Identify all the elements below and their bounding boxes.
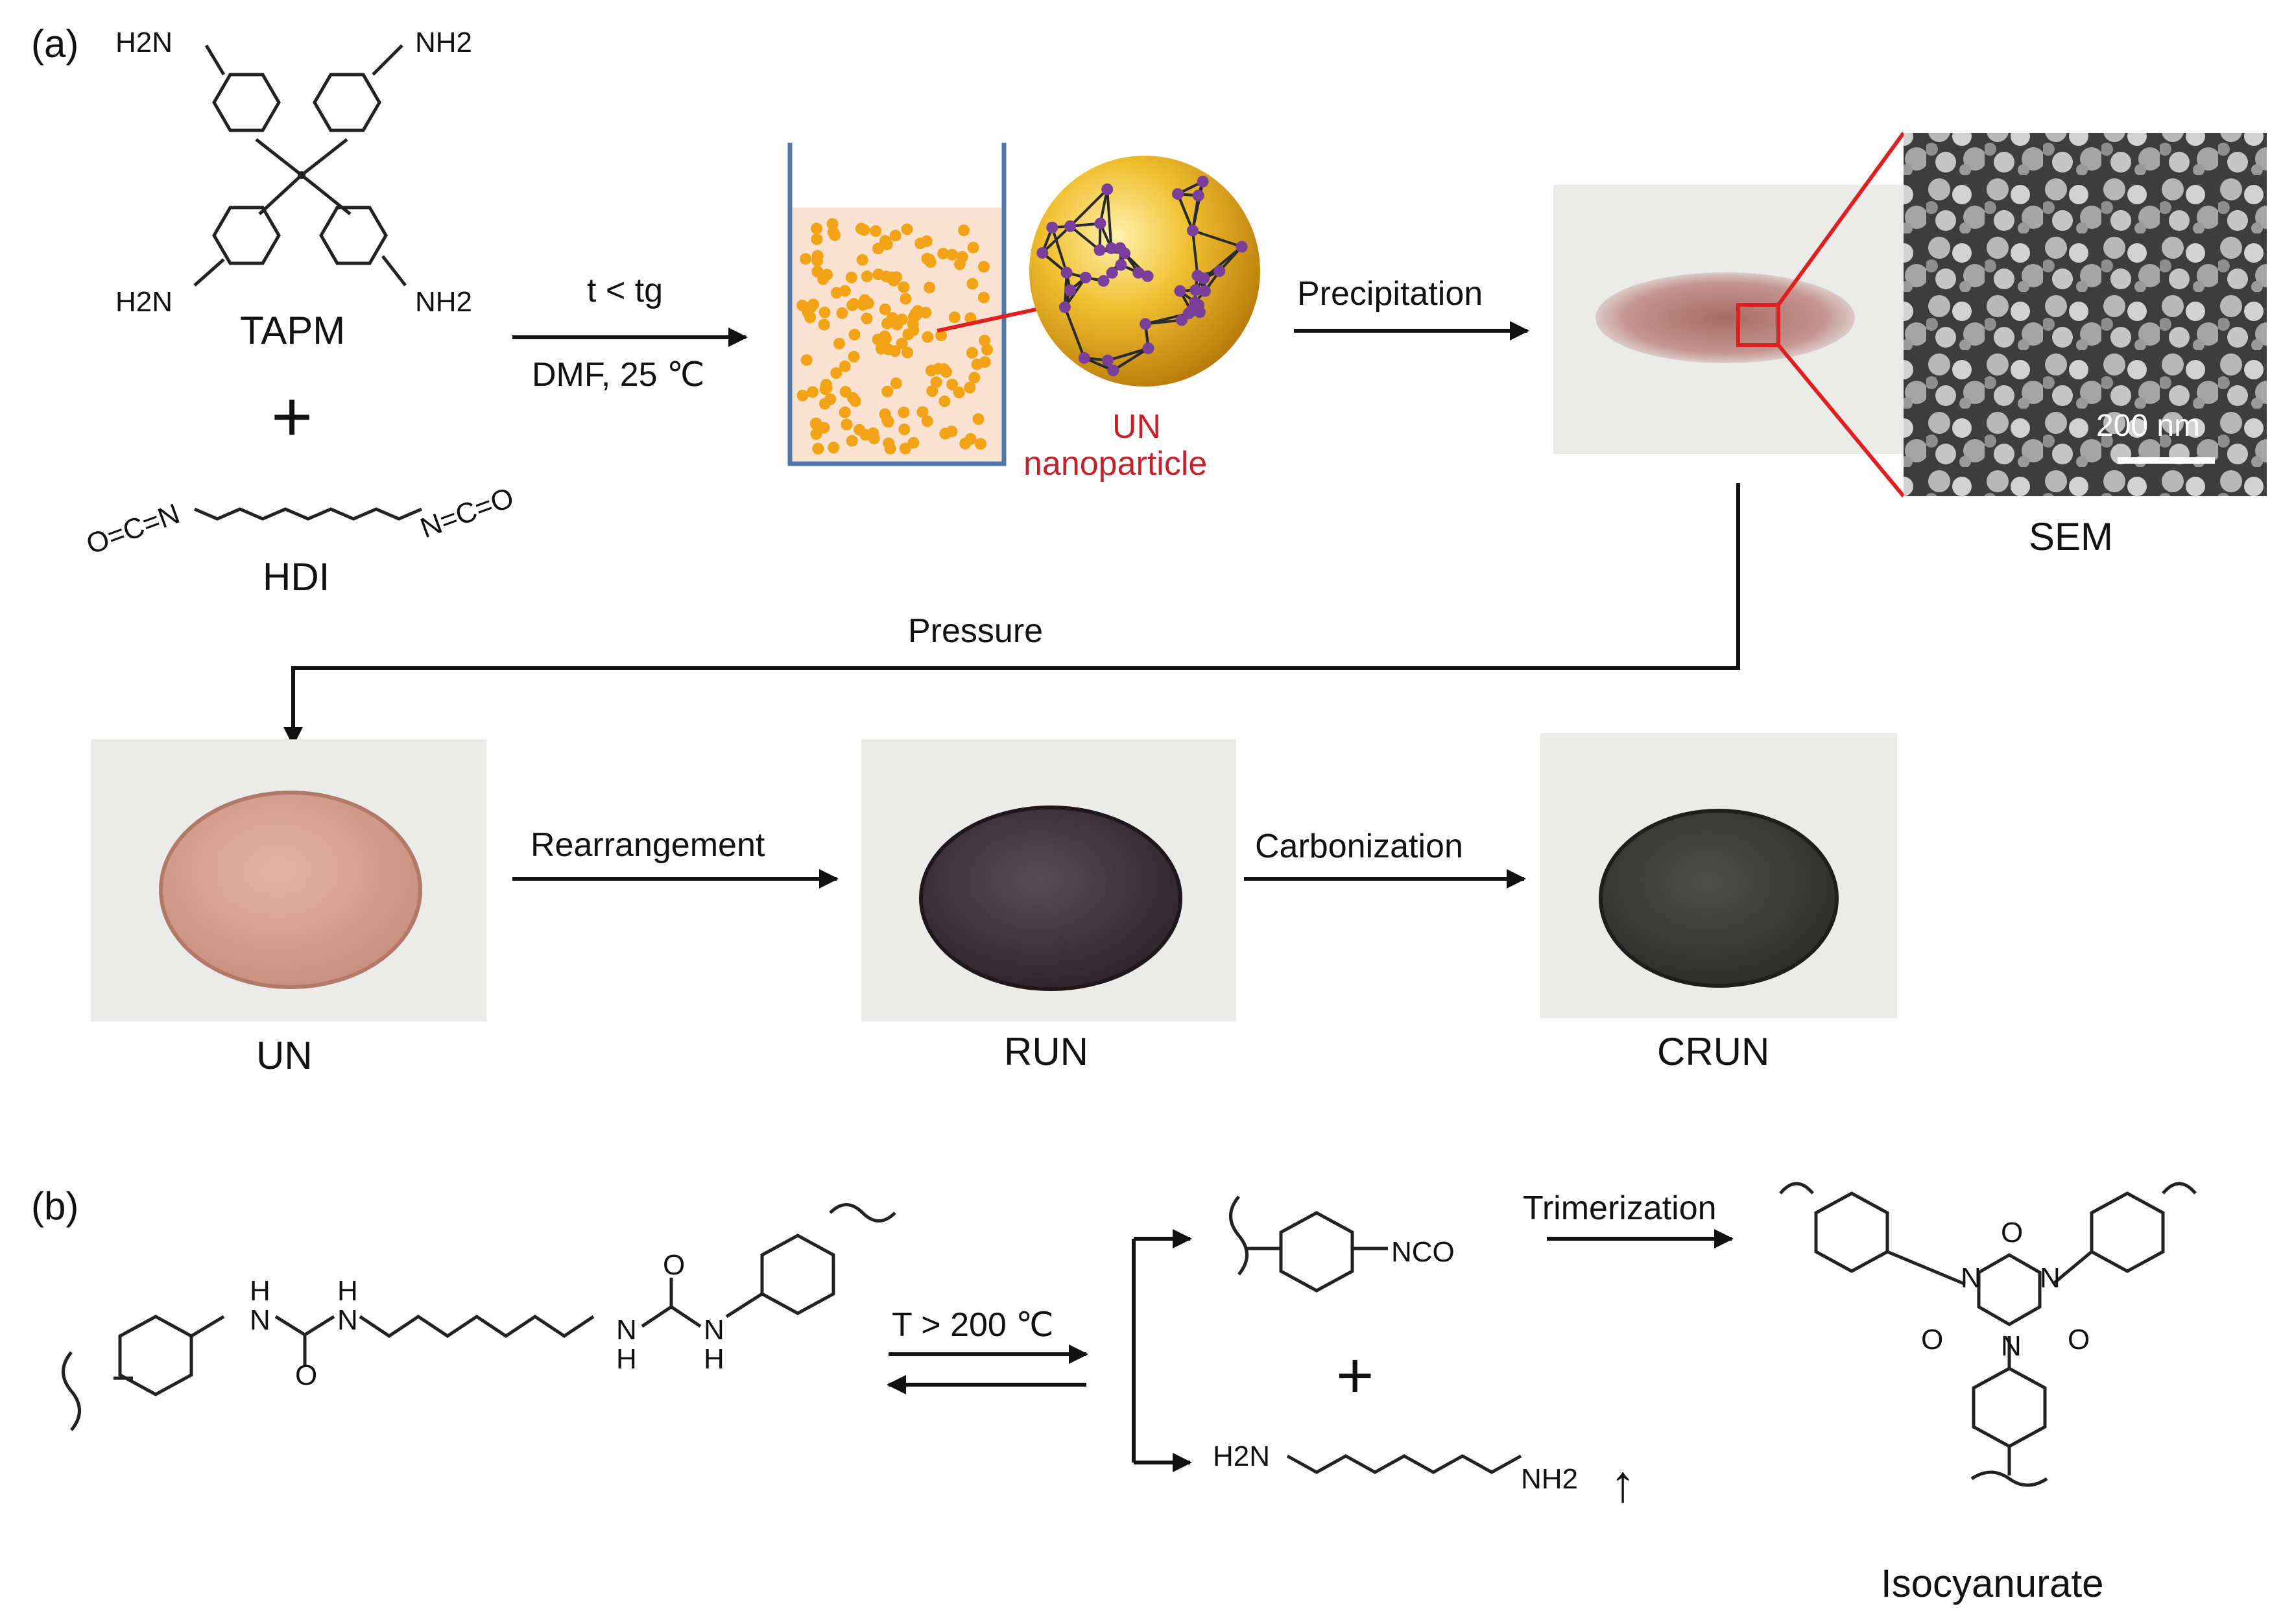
sem-scale-label: 200 nm [2096, 409, 2200, 443]
step1-condition-bottom: DMF, 25 ℃ [532, 356, 704, 394]
diamine-left: H2N [1213, 1440, 1270, 1472]
sem-label: SEM [2029, 515, 2113, 558]
disc-photo-un [91, 739, 486, 1021]
tapm-amine-top-left: H2N [115, 27, 173, 58]
plus-sign-a: + [271, 377, 313, 457]
disc-photo-run [861, 739, 1236, 1021]
pressure-arrow [283, 483, 1740, 746]
trimerization-label: Trimerization [1523, 1189, 1717, 1227]
precipitation-label: Precipitation [1297, 275, 1483, 313]
urea-o-1: O [295, 1359, 317, 1391]
nanoparticle-label-line2: nanoparticle [1023, 445, 1207, 483]
urea-n-4: N [704, 1314, 724, 1346]
tapm-amine-bottom-left: H2N [115, 286, 173, 318]
rearrangement-label: Rearrangement [531, 826, 765, 864]
powder-photo [1553, 185, 1904, 454]
diamine-right: NH2 [1521, 1463, 1578, 1495]
scale-bar [2118, 457, 2215, 464]
hdi-isocyanate-right: N=C=O [416, 481, 518, 544]
hdi-structure [194, 507, 422, 521]
beaker [787, 143, 1007, 466]
plus-sign-b: + [1336, 1339, 1374, 1412]
carbonization-label: Carbonization [1255, 828, 1463, 865]
diamine-structure [1286, 1454, 1522, 1474]
urea-o-2: O [663, 1249, 685, 1281]
scheme-b-condition: T > 200 ℃ [892, 1306, 1054, 1344]
disc-label-crun: CRUN [1657, 1030, 1769, 1073]
nanoparticle-dots [796, 218, 993, 455]
polyurea-structure [62, 1203, 896, 1431]
urea-h-1: H [250, 1275, 270, 1307]
urea-h-3: H [616, 1343, 637, 1375]
isocyanurate-o-top: O [2001, 1217, 2023, 1248]
urea-n-1: N [250, 1304, 270, 1336]
isocyanurate-o-right: O [2068, 1324, 2090, 1355]
disc-label-un: UN [256, 1034, 313, 1077]
isocyanurate-n-left: N [1961, 1262, 1981, 1294]
isocyanate-structure [1229, 1195, 1388, 1293]
isocyanurate-n-bottom: N [2001, 1330, 2022, 1362]
pressure-label: Pressure [908, 612, 1043, 650]
isocyanurate-label: Isocyanurate [1881, 1562, 2104, 1605]
nco-group: NCO [1391, 1236, 1455, 1268]
panel-a-label: (a) [31, 22, 78, 66]
nanoparticle-label-line1: UN [1112, 408, 1161, 446]
isocyanurate-structure [1779, 1182, 2197, 1487]
tapm-amine-bottom-right: NH2 [415, 286, 472, 318]
urea-n-3: N [616, 1314, 637, 1346]
tapm-amine-top-right: NH2 [415, 27, 472, 58]
isocyanurate-o-left: O [1921, 1324, 1943, 1355]
tapm-structure [193, 44, 407, 287]
urea-n-2: N [337, 1304, 358, 1336]
nanoparticle-sphere [1029, 156, 1260, 387]
urea-h-4: H [704, 1343, 724, 1375]
disc-photo-crun [1540, 733, 1897, 1018]
gas-evolution-arrow: ↑ [1610, 1455, 1636, 1512]
hdi-label: HDI [263, 555, 329, 599]
urea-h-2: H [337, 1275, 358, 1307]
step1-condition-top: t < tg [587, 272, 663, 309]
sem-image [1904, 133, 2267, 496]
zoom-box [1736, 303, 1780, 347]
tapm-label: TAPM [240, 309, 345, 352]
panel-b-label: (b) [31, 1184, 78, 1228]
hdi-isocyanate-left: O=C=N [82, 497, 184, 560]
isocyanurate-n-right: N [2040, 1262, 2061, 1294]
disc-label-run: RUN [1004, 1030, 1088, 1073]
